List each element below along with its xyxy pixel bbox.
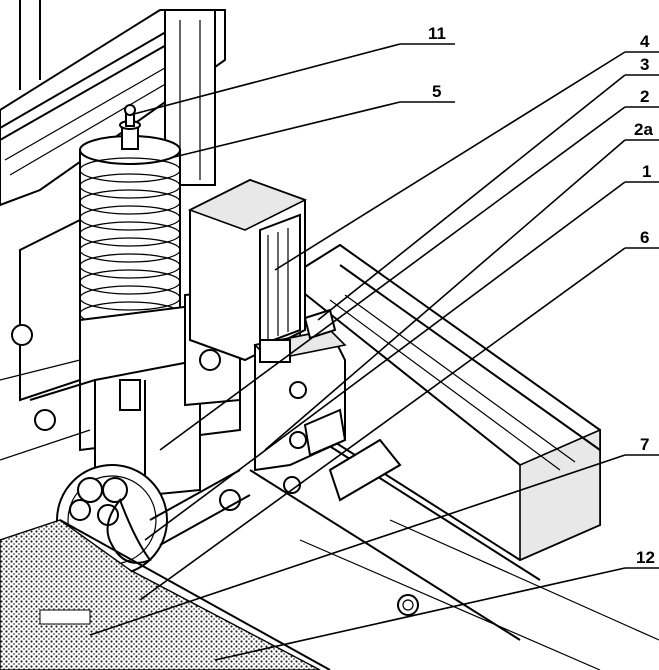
rail-channel [249, 243, 659, 670]
callout-2a: 2a [634, 120, 653, 139]
top-frame-rails [0, 0, 226, 207]
callout-3: 3 [640, 55, 649, 74]
callout-12: 12 [636, 548, 655, 567]
callout-2: 2 [640, 87, 649, 106]
spring-stack [79, 104, 181, 346]
leader-lines [89, 43, 659, 661]
callout-5: 5 [432, 82, 441, 101]
callout-4: 4 [640, 32, 650, 51]
guide-housing [187, 178, 308, 362]
callout-6: 6 [640, 228, 649, 247]
callout-labels: 11 5 4 3 2 2a 1 6 7 12 [428, 24, 655, 567]
callout-1: 1 [642, 162, 651, 181]
callout-11: 11 [428, 24, 446, 43]
callout-7: 7 [640, 435, 649, 454]
clamp-plate [253, 308, 347, 494]
